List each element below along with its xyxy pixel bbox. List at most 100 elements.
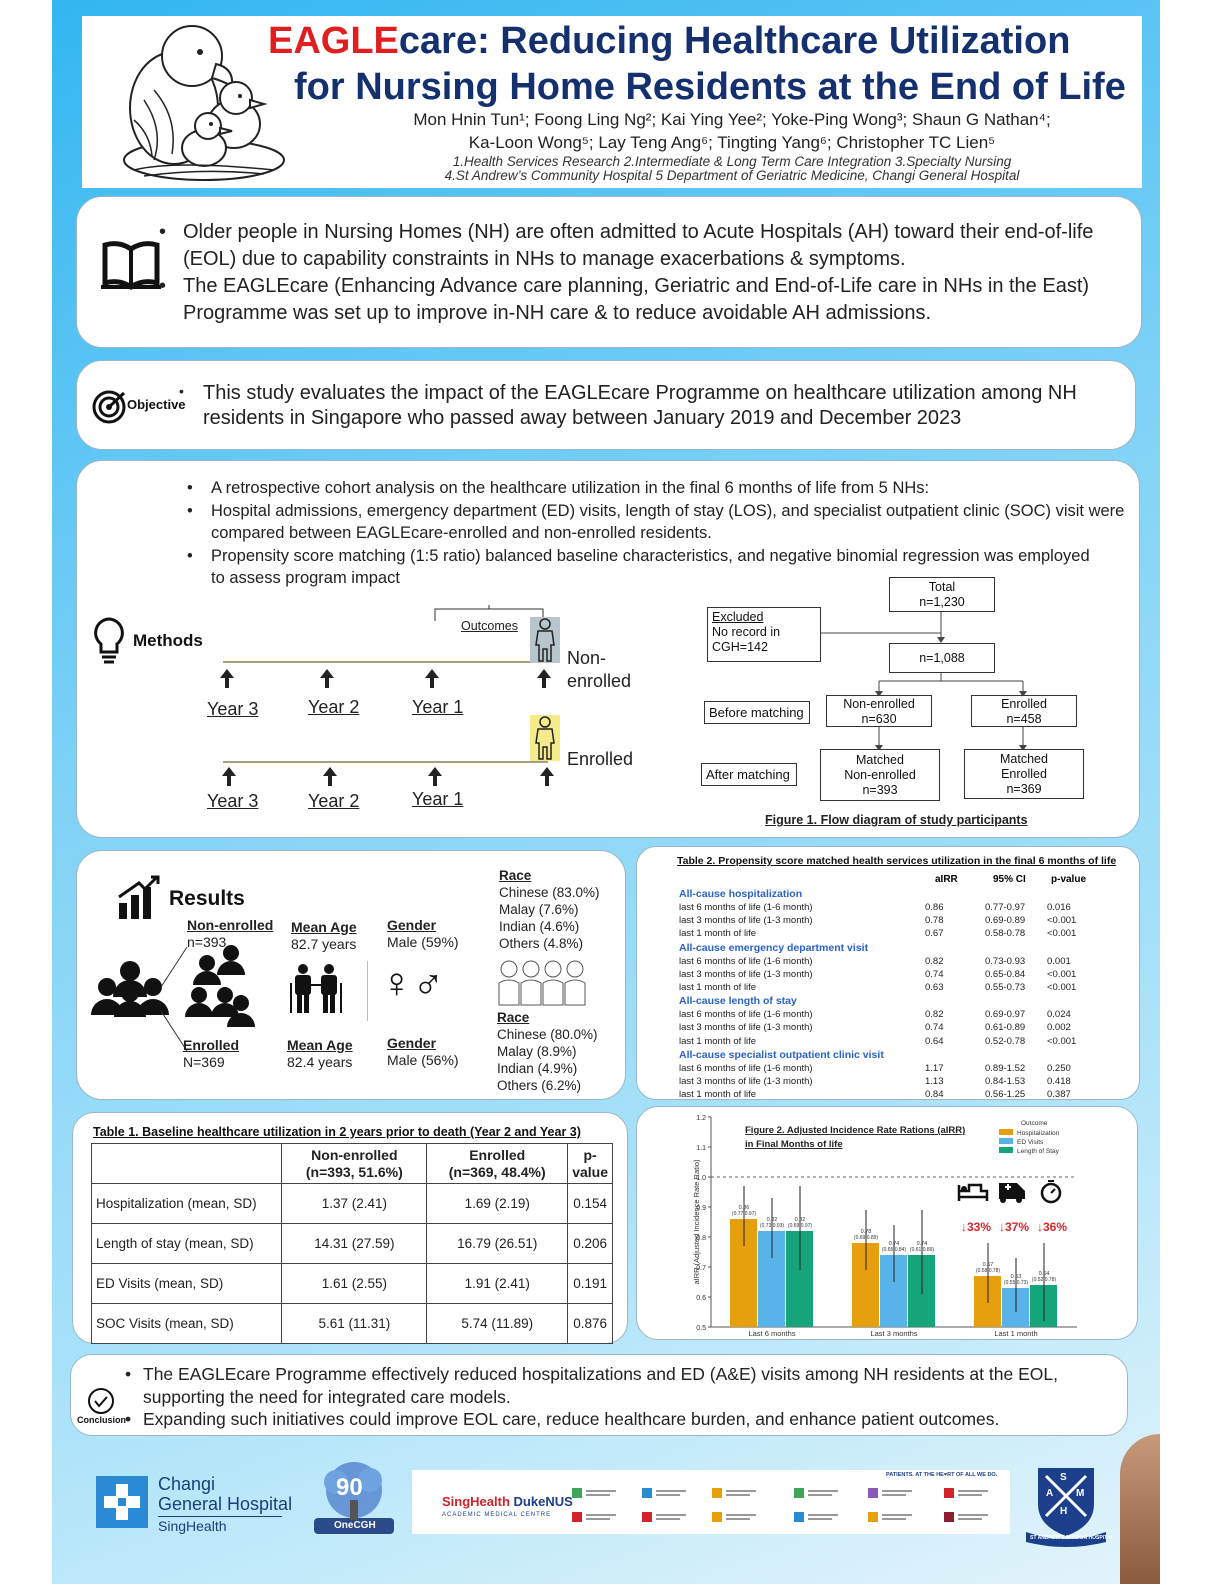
data-label: 0.64: [1039, 1271, 1050, 1277]
table-cell: 0.002: [1047, 1022, 1071, 1034]
table-row: Length of stay (mean, SD)14.31 (27.59)16…: [90, 1223, 613, 1264]
table-cell: 0.154: [567, 1183, 613, 1224]
objective-label: Objective: [127, 397, 186, 412]
person-yellow-icon: [530, 715, 560, 761]
anniversary-sub: OneCGH: [334, 1520, 376, 1531]
table-cell: 0.89-1.52: [985, 1062, 1026, 1074]
title-line-2: for Nursing Home Residents at the End of…: [294, 66, 1126, 108]
cgh-divider: [158, 1516, 282, 1517]
year-2-label: Year 2: [308, 697, 360, 717]
gender-symbols-icon: ♀♂: [381, 959, 444, 1006]
data-label-ci: (0.58,0.78): [976, 1268, 1001, 1274]
table-cell: <0.001: [1047, 915, 1077, 927]
table-2-col-ci: 95% CI: [993, 874, 1026, 885]
cgh-singhealth: SingHealth: [158, 1518, 227, 1534]
bed-icon-head: [961, 1186, 967, 1192]
y-axis-label: aIRR (Adjusted Incidence Rate Ratio): [692, 1159, 701, 1285]
table-cell: 0.55-0.73: [985, 982, 1026, 994]
table-cell: last 6 months of life (1-6 month): [679, 902, 813, 914]
legend-label: Length of Stay: [1017, 1148, 1060, 1155]
table-cell: 14.31 (27.59): [281, 1223, 428, 1264]
year-3-label: Year 3: [207, 699, 259, 719]
table-cell: 5.61 (11.31): [281, 1303, 428, 1344]
table-cell: last 3 months of life (1-3 month): [679, 915, 813, 927]
person-grey-icon: [530, 617, 560, 663]
table-cell: <0.001: [1047, 968, 1077, 980]
crest-letter-a: A: [1046, 1488, 1054, 1499]
methods-bullets: •A retrospective cohort analysis on the …: [185, 477, 1125, 590]
table-cell: Hospitalization (mean, SD): [90, 1183, 283, 1224]
year-1-label: Year 1: [412, 789, 464, 809]
table-cell: last 6 months of life (1-6 month): [679, 1062, 813, 1074]
table-cell: last 1 month of life: [679, 928, 757, 940]
results-race-non-enrolled: Race Chinese (83.0%)Malay (7.6%) Indian …: [499, 868, 600, 951]
table-cell: SOC Visits (mean, SD): [90, 1303, 283, 1344]
conclusion-bullets: •The EAGLEcare Programme effectively red…: [123, 1363, 1113, 1431]
flow-n1088-box: n=1,088: [889, 643, 995, 673]
objective-text: •This study evaluates the impact of the …: [179, 382, 1077, 429]
y-tick-label: 0.5: [696, 1325, 706, 1332]
y-tick-label: 0.8: [696, 1235, 706, 1242]
table-cell: 0.387: [1047, 1089, 1071, 1101]
data-label: 0.86: [739, 1205, 750, 1211]
table-cell: Length of stay (mean, SD): [90, 1223, 283, 1264]
table-cell: 0.206: [567, 1223, 613, 1264]
table-cell: 0.74: [925, 968, 944, 980]
table-2-section-heading: All-cause length of stay: [679, 995, 797, 1008]
non-enrolled-label: Non-enrolled: [567, 648, 632, 691]
table-2-col-pvalue: p-value: [1051, 874, 1087, 885]
crest-letter-s: S: [1060, 1472, 1067, 1483]
methods-bullet-1: •A retrospective cohort analysis on the …: [187, 479, 930, 497]
table-cell: 0.67: [925, 928, 944, 940]
table-1-corner: [90, 1143, 283, 1184]
table-cell: last 3 months of life (1-3 month): [679, 1022, 813, 1034]
crest-letter-h: H: [1060, 1506, 1068, 1517]
table-cell: 1.91 (2.41): [426, 1263, 569, 1304]
reduction-label: ↓37%: [999, 1220, 1029, 1234]
table-cell: 1.61 (2.55): [281, 1263, 428, 1304]
conclusion-bullet-2: •Expanding such initiatives could improv…: [125, 1409, 1000, 1429]
amc-label: ACADEMIC MEDICAL CENTRE: [442, 1512, 552, 1518]
singhealth-logo: SingHealth DukeNUS: [442, 1494, 573, 1509]
table-cell: 0.58-0.78: [985, 928, 1026, 940]
methods-bullet-2: •Hospital admissions, emergency departme…: [187, 501, 1125, 543]
after-matching-label: After matching: [701, 763, 797, 786]
table-cell: last 6 months of life (1-6 month): [679, 955, 813, 967]
open-book-icon: [101, 241, 161, 291]
data-label-ci: (0.61,0.89): [910, 1247, 935, 1253]
data-label-ci: (0.69,0.97): [788, 1223, 813, 1229]
elderly-couple-icon: [290, 964, 342, 1013]
table-2-title: Table 2. Propensity score matched health…: [677, 855, 1117, 867]
table-cell: last 1 month of life: [679, 1089, 757, 1101]
y-tick-label: 0.6: [696, 1295, 706, 1302]
results-race-enrolled: Race Chinese (80.0%)Malay (8.9%) Indian …: [497, 1010, 598, 1093]
table-1-header-row: Non-enrolled (n=393, 51.6%) Enrolled (n=…: [90, 1143, 613, 1184]
table-cell: 1.13: [925, 1075, 944, 1087]
group-icon: [91, 961, 169, 1017]
conclusion-bullet-1: •The EAGLEcare Programme effectively red…: [125, 1364, 1058, 1407]
table-cell: 0.191: [567, 1263, 613, 1304]
data-label-ci: (0.55,0.73): [1004, 1280, 1029, 1286]
target-icon: [92, 390, 126, 424]
decorative-corner: [1120, 1434, 1160, 1584]
data-label: 0.78: [861, 1229, 872, 1235]
flow-enrolled-box: Enrolled n=458: [971, 695, 1077, 727]
y-tick-label: 0.7: [696, 1265, 706, 1272]
split-lines: [160, 946, 188, 1052]
table-cell: 0.69-0.97: [985, 1009, 1026, 1021]
outcomes-label: Outcomes: [461, 619, 518, 633]
chart-title-line-2: in Final Months of life: [745, 1139, 843, 1150]
timeline-non-enrolled: [223, 661, 548, 663]
crest-icon: [1026, 1468, 1106, 1547]
